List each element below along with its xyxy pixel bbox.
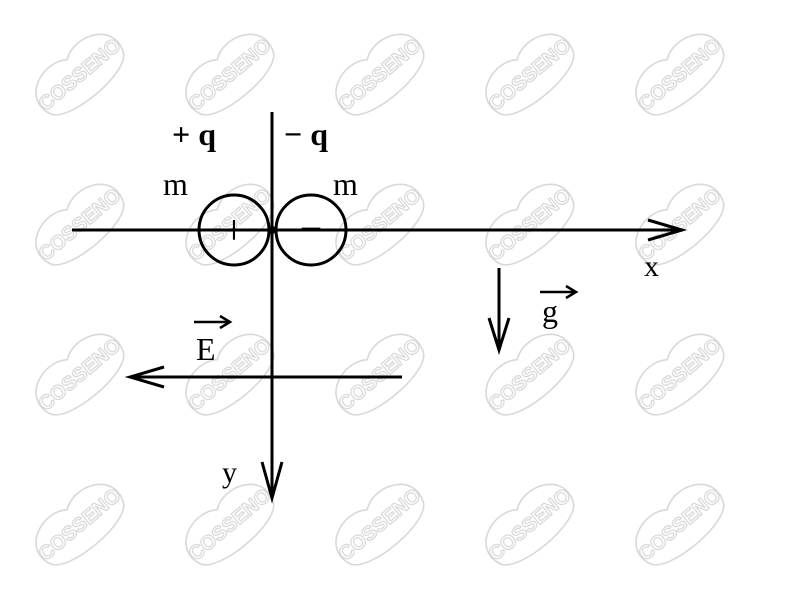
field-label: E (196, 331, 216, 367)
svg-text:COSSENO: COSSENO (185, 484, 276, 565)
watermark: COSSENO COSSENO COSSENO COSSENO COSSENO COSSE… (34, 33, 726, 566)
watermark-logo: COSSENO (34, 333, 126, 416)
mass-label-right: m (333, 166, 358, 202)
svg-text:COSSENO: COSSENO (335, 34, 426, 115)
negative-sign: − (300, 206, 323, 251)
svg-text:COSSENO: COSSENO (485, 484, 576, 565)
contact-point (268, 226, 276, 234)
svg-text:COSSENO: COSSENO (485, 34, 576, 115)
positive-sign: + (222, 208, 246, 254)
svg-text:COSSENO: COSSENO (635, 484, 726, 565)
positive-charge-label: + q (172, 116, 216, 152)
watermark-logo: COSSENO (484, 33, 576, 116)
watermark-logo: COSSENO (484, 333, 576, 416)
svg-text:COSSENO: COSSENO (335, 484, 426, 565)
watermark-logo: COSSENO (334, 483, 426, 566)
gravity-label: g (542, 293, 558, 329)
x-axis-arrowhead (647, 218, 688, 242)
watermark-logo: COSSENO (634, 33, 726, 116)
svg-text:COSSENO: COSSENO (35, 34, 126, 115)
x-axis-label: x (644, 250, 659, 283)
gravity-label-vector-tip (565, 284, 579, 300)
svg-text:COSSENO: COSSENO (35, 334, 126, 415)
watermark-logo: COSSENO (634, 333, 726, 416)
watermark-logo: COSSENO (184, 333, 276, 416)
mass-label-left: m (163, 166, 188, 202)
watermark-logo: COSSENO (484, 183, 576, 266)
svg-text:COSSENO: COSSENO (335, 334, 426, 415)
watermark-logo: COSSENO (34, 33, 126, 116)
field-label-vector-tip (219, 314, 233, 330)
watermark-logo: COSSENO (484, 483, 576, 566)
y-axis-arrowhead (260, 461, 284, 504)
gravity-arrowhead (487, 317, 511, 356)
field-arrowhead (124, 365, 165, 389)
svg-text:COSSENO: COSSENO (185, 34, 276, 115)
watermark-logo: COSSENO (634, 183, 726, 266)
negative-charge-label: − q (284, 116, 328, 152)
watermark-logo: COSSENO (334, 33, 426, 116)
watermark-logo: COSSENO (34, 183, 126, 266)
svg-text:COSSENO: COSSENO (485, 184, 576, 265)
svg-text:COSSENO: COSSENO (635, 334, 726, 415)
y-axis-label: y (222, 456, 237, 489)
svg-text:COSSENO: COSSENO (35, 484, 126, 565)
svg-text:COSSENO: COSSENO (35, 184, 126, 265)
watermark-logo: COSSENO (634, 483, 726, 566)
watermark-logo: COSSENO (334, 333, 426, 416)
watermark-logo: COSSENO (184, 33, 276, 116)
svg-text:COSSENO: COSSENO (635, 34, 726, 115)
watermark-logo: COSSENO (34, 483, 126, 566)
